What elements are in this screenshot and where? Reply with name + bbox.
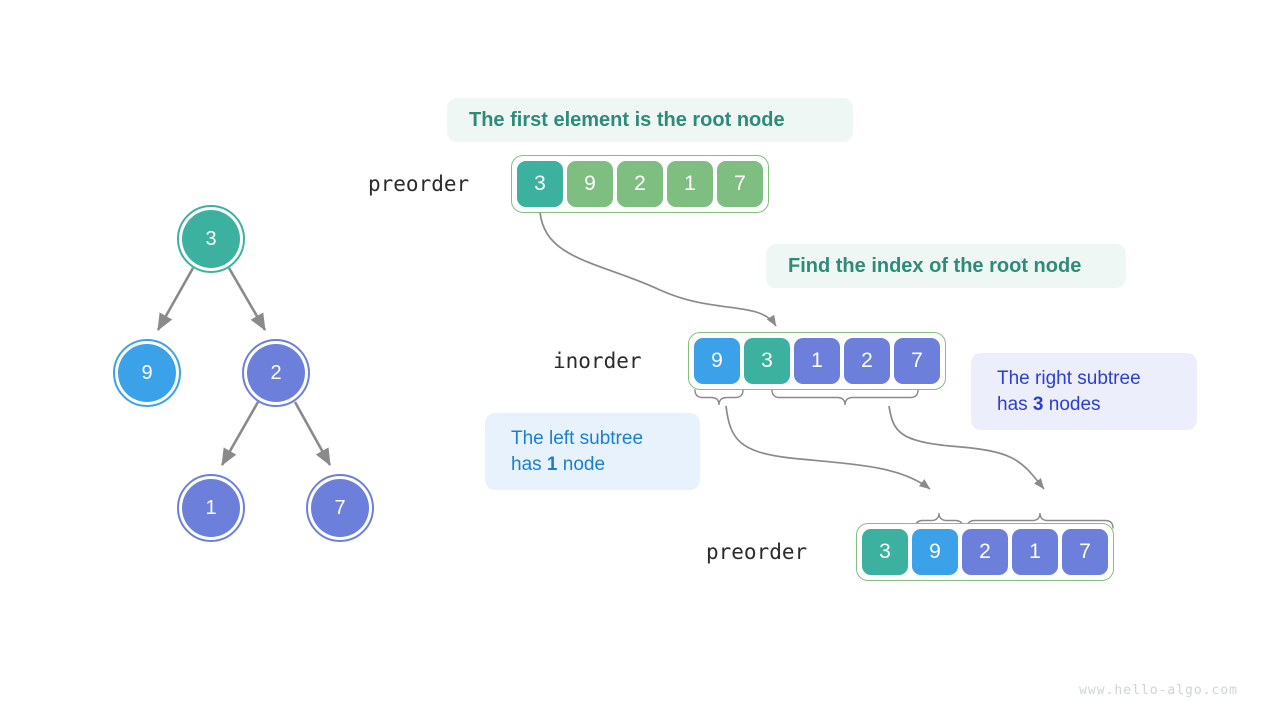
callout-find-index: Find the index of the root node [766,244,1126,288]
callout-right-subtree: The right subtree has 3 nodes [971,353,1197,430]
callout-find-index-text: Find the index of the root node [788,254,1082,277]
right-line2-prefix: has [997,393,1033,415]
tree-node-label: 7 [334,497,346,519]
array-cell: 1 [794,338,840,384]
left-line2-suffix: node [557,453,606,475]
edge-2-to-1 [220,401,260,466]
right-line1: The right subtree [997,367,1141,389]
tree-node-ring [113,339,181,407]
callout-root-node-text: The first element is the root node [469,108,785,131]
callout-root-node: The first element is the root node [447,98,853,142]
brace-inorder-right [771,389,919,406]
array-cell: 2 [962,529,1008,575]
brace-inorder-left [694,389,744,406]
curve-root-to-inorder [539,211,777,327]
array-cell: 7 [1062,529,1108,575]
preorder-bottom-label: preorder [706,540,808,564]
left-line1: The left subtree [511,427,644,449]
tree-node-3: 3 [177,205,245,273]
array-cell: 1 [667,161,713,207]
tree-node-label: 3 [205,228,217,250]
array-cell: 3 [862,529,908,575]
array-cell: 7 [717,161,763,207]
array-cell: 2 [617,161,663,207]
edge-2-to-7 [293,401,332,466]
array-cell: 7 [894,338,940,384]
tree-node-1: 1 [177,474,245,542]
watermark: www.hello-algo.com [1079,683,1238,698]
preorder-top-label: preorder [368,172,470,196]
array-cell: 9 [912,529,958,575]
tree-node-label: 1 [205,497,217,519]
tree-node-label: 9 [141,362,153,384]
right-count: 3 [1032,393,1044,415]
tree-node-ring [242,339,310,407]
right-line2-suffix: nodes [1043,393,1101,415]
callout-right-subtree-text: The right subtree has 3 nodes [997,366,1171,417]
tree-node-7: 7 [306,474,374,542]
curve-left-subtree [725,405,931,490]
tree-node-2: 2 [242,339,310,407]
tree-node-ring [177,474,245,542]
callout-left-subtree: The left subtree has 1 node [485,413,700,490]
array-cell: 9 [567,161,613,207]
left-line2-prefix: has [511,453,547,475]
array-cell: 9 [694,338,740,384]
inorder-label: inorder [553,349,642,373]
tree-node-label: 2 [270,362,282,384]
array-cell: 3 [744,338,790,384]
tree-node-9: 9 [113,339,181,407]
tree-node-ring [177,205,245,273]
array-cell: 2 [844,338,890,384]
array-cell: 1 [1012,529,1058,575]
callout-left-subtree-text: The left subtree has 1 node [511,426,674,477]
array-cell: 3 [517,161,563,207]
edge-3-to-2 [227,267,267,331]
left-count: 1 [546,453,558,475]
tree-node-ring [306,474,374,542]
edge-3-to-9 [156,267,195,331]
